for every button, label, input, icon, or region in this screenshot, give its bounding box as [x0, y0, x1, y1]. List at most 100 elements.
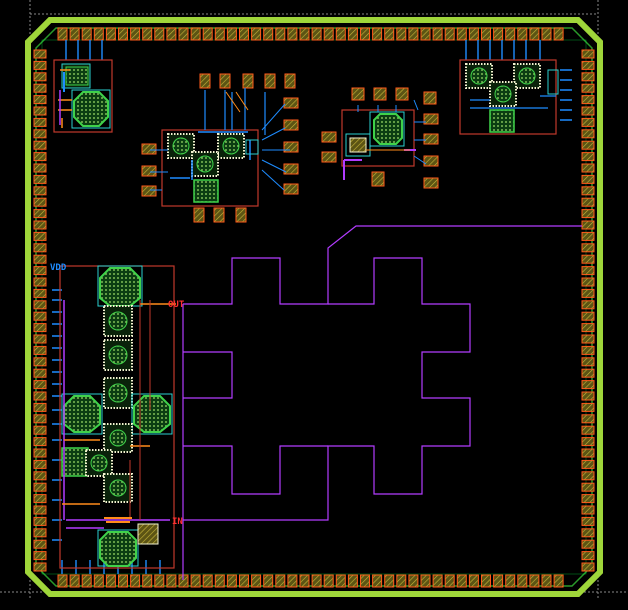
bond-pad-icon [93, 27, 104, 41]
bond-pad-icon [581, 254, 595, 264]
bond-pad-icon [581, 414, 595, 424]
bond-pad-icon [251, 27, 262, 41]
bond-pad-icon [287, 27, 298, 41]
block-top-right[interactable] [459, 59, 559, 135]
bond-pad-icon [219, 73, 231, 89]
bond-pad-icon [408, 574, 419, 588]
bond-pad-icon [581, 345, 595, 355]
bond-pad-icon [263, 27, 274, 41]
bond-pad-icon [581, 72, 595, 82]
bond-pad-icon [283, 141, 299, 153]
bond-pad-icon [33, 528, 47, 538]
bond-pad-icon [581, 380, 595, 390]
bond-pad-icon [93, 574, 104, 588]
bond-pad-icon [202, 574, 213, 588]
bond-pad-icon [396, 574, 407, 588]
bond-pad-icon [581, 368, 595, 378]
bond-pad-icon [33, 471, 47, 481]
bond-pad-icon [423, 155, 439, 167]
bond-pad-icon [33, 482, 47, 492]
bond-pad-icon [581, 197, 595, 207]
capacitor-icon [137, 523, 159, 545]
bond-pad-icon [581, 323, 595, 333]
bond-pad-icon [444, 27, 455, 41]
bond-pad-icon [33, 49, 47, 59]
bond-pad-icon [242, 73, 254, 89]
bond-pad-icon [33, 174, 47, 184]
bond-pad-icon [33, 380, 47, 390]
bond-pad-icon [226, 27, 237, 41]
bond-pad-icon [581, 49, 595, 59]
bond-pad-icon [33, 551, 47, 561]
bond-pad-icon [33, 288, 47, 298]
bond-pad-icon [251, 574, 262, 588]
bond-pad-icon [456, 27, 467, 41]
bond-pad-icon [154, 574, 165, 588]
bond-pad-icon [456, 574, 467, 588]
bond-pad-icon [321, 131, 337, 143]
bond-pad-icon [351, 87, 365, 101]
pad-fanout-wires [52, 40, 572, 574]
bond-pad-icon [423, 113, 439, 125]
bond-pad-icon [33, 345, 47, 355]
bond-pad-icon [33, 494, 47, 504]
bond-pad-icon [423, 133, 439, 145]
bond-pad-icon [190, 574, 201, 588]
bond-pad-icon [581, 266, 595, 276]
bond-pad-icon [541, 574, 552, 588]
bond-pad-icon [33, 448, 47, 458]
bond-pad-icon [581, 231, 595, 241]
bond-pad-icon [33, 300, 47, 310]
bond-pad-icon [263, 574, 274, 588]
bond-pad-icon [33, 83, 47, 93]
bond-pad-icon [226, 574, 237, 588]
bond-pad-icon [33, 414, 47, 424]
bond-pad-icon [395, 87, 409, 101]
bond-pad-icon [284, 73, 296, 89]
bond-pad-icon [166, 27, 177, 41]
bond-pad-icon [33, 117, 47, 127]
bond-pad-icon [33, 505, 47, 515]
bond-pad-icon [33, 254, 47, 264]
bond-pad-icon [33, 95, 47, 105]
bond-pad-icon [581, 562, 595, 572]
bond-pad-icon [335, 27, 346, 41]
bond-pad-icon [321, 151, 337, 163]
bond-pad-icon [581, 357, 595, 367]
bond-pad-icon [33, 243, 47, 253]
bond-pad-icon [493, 27, 504, 41]
bond-pad-icon [214, 27, 225, 41]
bond-pad-icon [33, 277, 47, 287]
bond-pad-icon [396, 27, 407, 41]
bond-pad-icon [581, 494, 595, 504]
bond-pad-icon [581, 448, 595, 458]
block-left-column[interactable] [59, 265, 176, 569]
bond-pad-icon [347, 27, 358, 41]
bond-pad-icon [371, 171, 385, 187]
block-mid-top[interactable] [150, 88, 290, 207]
in-label: IN [172, 517, 183, 527]
bond-pad-icon [360, 574, 370, 588]
bond-pad-icon [581, 243, 595, 253]
bond-pad-icon [142, 27, 153, 41]
bond-pad-icon [423, 91, 437, 105]
bond-pad-icon [581, 277, 595, 287]
bond-pad-icon [33, 402, 47, 412]
bond-pad-icon [69, 27, 80, 41]
bond-pad-icon [581, 505, 595, 515]
bond-pad-icon [420, 27, 431, 41]
bond-pad-icon [581, 300, 595, 310]
bond-pad-icon [541, 27, 552, 41]
bond-pad-icon [33, 163, 47, 173]
bond-pad-icon [581, 471, 595, 481]
bond-pad-icon [347, 574, 358, 588]
bond-pad-icon [581, 220, 595, 230]
bond-pad-icon [335, 574, 346, 588]
bond-pad-icon [581, 391, 595, 401]
bond-pad-icon [360, 27, 370, 41]
block-mid-right[interactable] [341, 99, 427, 180]
block-top-left[interactable] [53, 59, 113, 133]
bond-pad-icon [323, 574, 334, 588]
bond-pad-icon [33, 357, 47, 367]
